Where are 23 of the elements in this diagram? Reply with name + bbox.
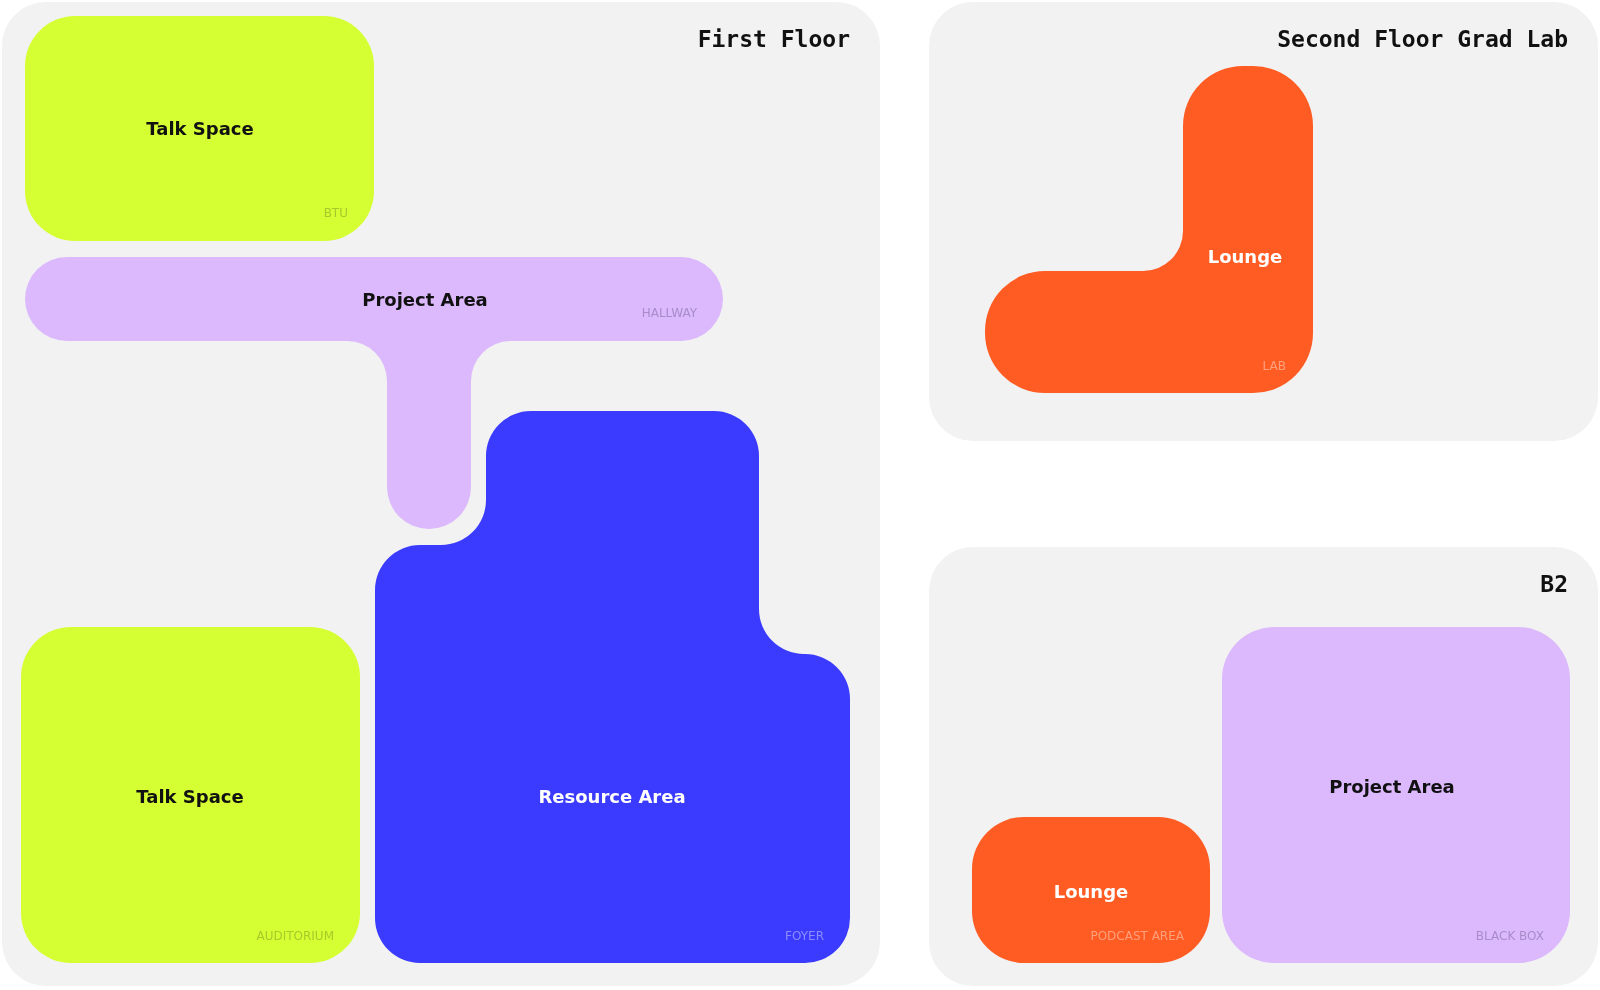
room-shape — [1222, 627, 1570, 963]
room-code: LAB — [1262, 359, 1286, 373]
room-name: Talk Space — [136, 785, 244, 807]
floor-panel — [929, 547, 1598, 986]
room-shape — [972, 817, 1210, 963]
floor-panel — [2, 2, 880, 986]
room-shape — [985, 66, 1313, 393]
floor-title: Second Floor Grad Lab — [1277, 26, 1568, 52]
room-name: Lounge — [1207, 245, 1283, 267]
room-shape — [25, 257, 723, 529]
room-code: PODCAST AREA — [1090, 929, 1184, 943]
room-name: Resource Area — [538, 785, 686, 807]
room-shape — [375, 411, 850, 963]
room-name: Lounge — [1053, 880, 1129, 902]
room-shape — [21, 627, 360, 963]
room-name: Project Area — [362, 288, 488, 310]
room-shape — [25, 16, 374, 241]
room-code: FOYER — [785, 929, 824, 943]
room-name: Talk Space — [146, 117, 254, 139]
room-name: Project Area — [1329, 775, 1455, 797]
floor-panel — [929, 2, 1598, 441]
floor-title: First Floor — [697, 26, 850, 52]
floor-title: B2 — [1540, 571, 1568, 597]
